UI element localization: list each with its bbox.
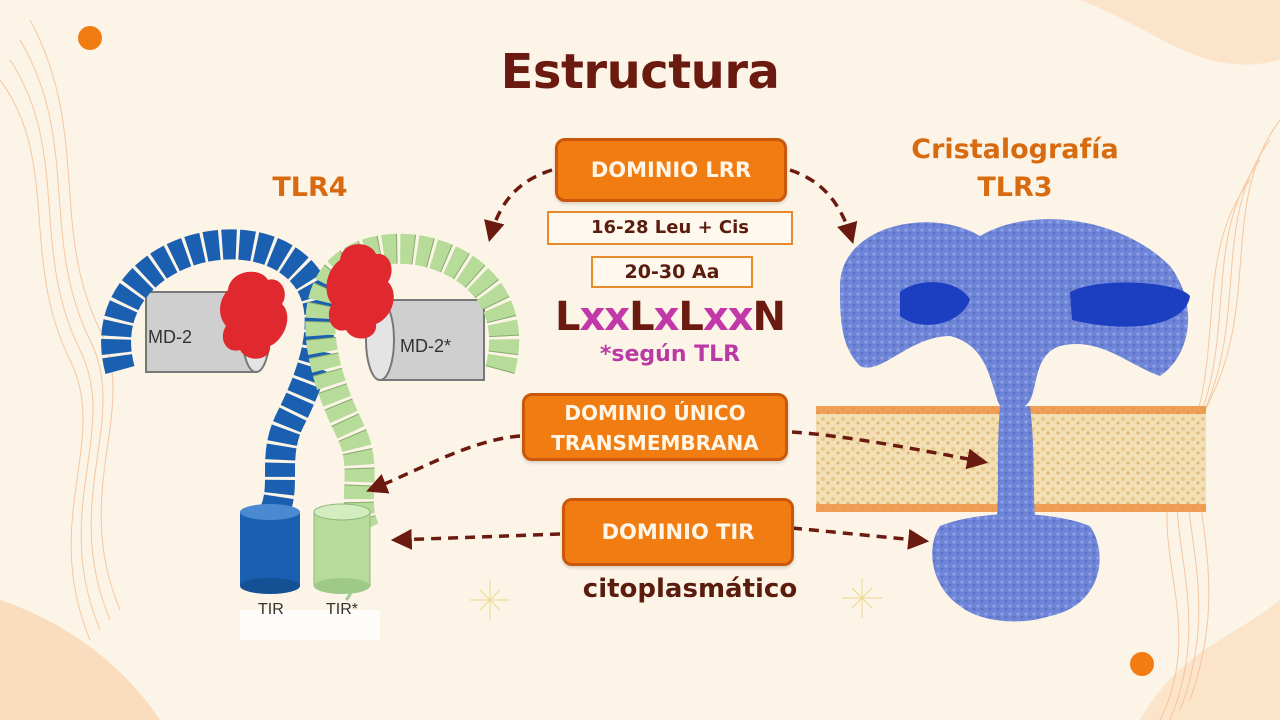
dsrna-left <box>900 282 970 325</box>
aa-count-box: 20-30 Aa <box>591 256 753 288</box>
tlr4-diagram: MD-2 MD-2* TIR TIR* <box>101 229 520 640</box>
motif-segment: L <box>554 294 580 340</box>
tir-text: TIR <box>258 601 284 618</box>
dot-bottom-right <box>1130 652 1154 676</box>
tlr3-tir-domain <box>932 514 1100 622</box>
leu-cis-box: 16-28 Leu + Cis <box>547 211 793 245</box>
domain-lrr-button[interactable]: DOMINIO LRR <box>555 138 787 202</box>
md2-star-text: MD-2* <box>400 336 451 356</box>
dot-top-left <box>78 26 102 50</box>
tlr4-green-lrr <box>305 233 520 537</box>
domain-transmembrane-button[interactable]: DOMINIO ÚNICO TRANSMEMBRANA <box>522 393 788 461</box>
tlr4-label: TLR4 <box>272 172 348 203</box>
motif-segment: L <box>629 294 654 340</box>
tir-star-text: TIR* <box>326 601 358 618</box>
motif-segment: xx <box>702 294 754 340</box>
cytoplasmic-label: citoplasmático <box>582 574 798 604</box>
md2-text: MD-2 <box>148 327 192 347</box>
corner-blob-bottom-right <box>1140 600 1280 720</box>
lps-red-right <box>326 244 394 339</box>
corner-blob-bottom-left <box>0 600 160 720</box>
motif-note: *según TLR <box>599 342 741 367</box>
tlr3-ectodomain <box>840 219 1189 406</box>
motif-segment: N <box>752 294 786 340</box>
domain-tir-button[interactable]: DOMINIO TIR <box>562 498 794 566</box>
crystallography-label: Cristalografía <box>911 134 1119 165</box>
domain-tm-line2: TRANSMEMBRANA <box>551 431 759 455</box>
lps-red-left <box>220 271 288 359</box>
tlr3-crystal-structure <box>816 219 1206 622</box>
lrr-consensus-motif: LxxLxLxxN <box>540 294 800 340</box>
dsrna-right <box>1070 282 1190 327</box>
tir-green-cylinder <box>313 503 371 594</box>
motif-segment: L <box>678 294 703 340</box>
tlr4-blue-lrr <box>101 229 335 529</box>
corner-blob-top-right <box>1080 0 1280 65</box>
motif-segment: xx <box>579 294 630 340</box>
tlr3-label: TLR3 <box>977 172 1053 203</box>
domain-tm-line1: DOMINIO ÚNICO <box>564 401 746 425</box>
tir-blue-cylinder <box>240 504 300 594</box>
motif-segment: x <box>653 294 680 340</box>
slide-title: Estructura <box>500 44 780 100</box>
